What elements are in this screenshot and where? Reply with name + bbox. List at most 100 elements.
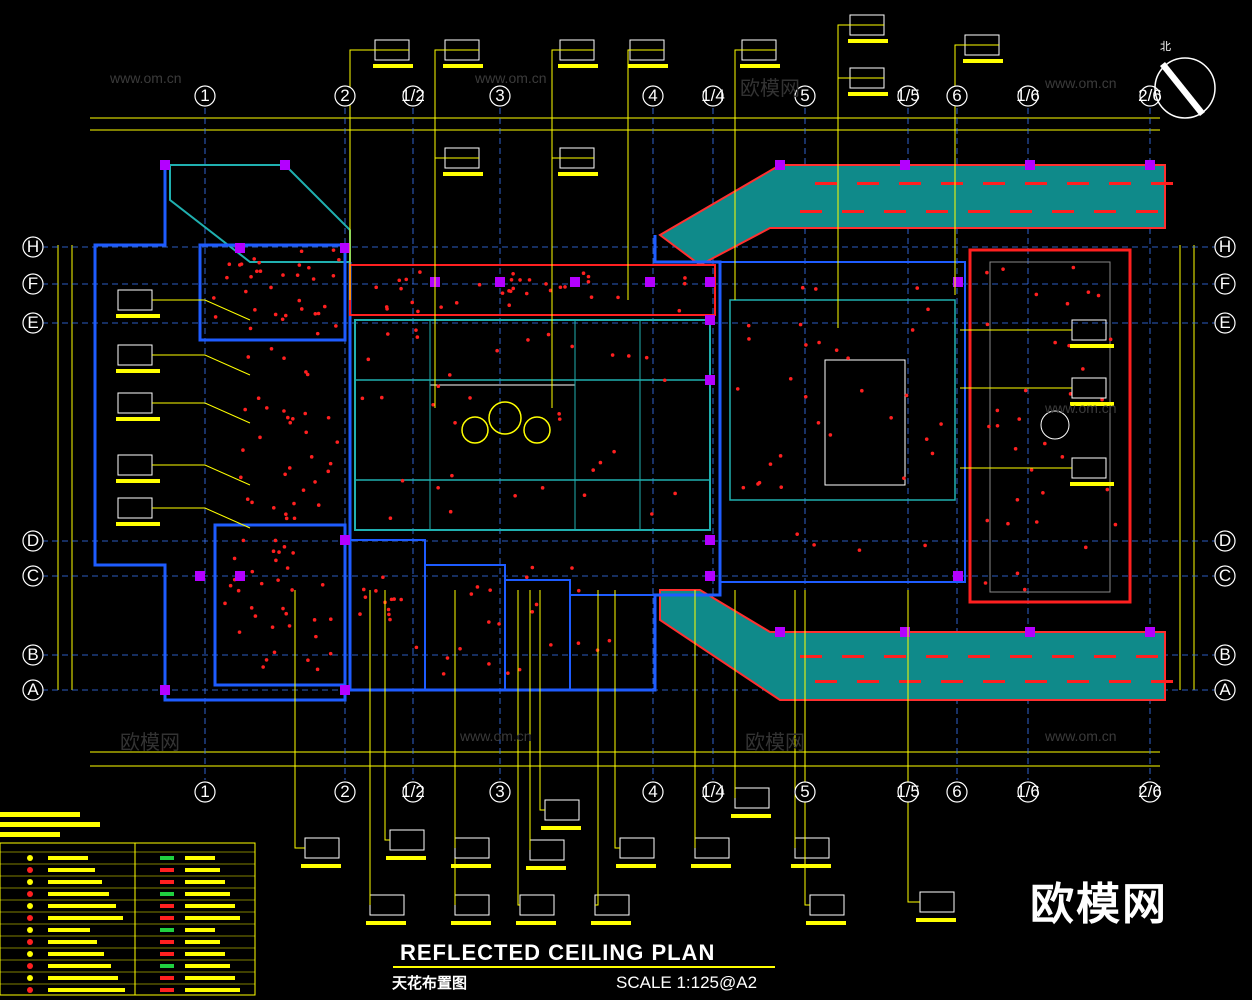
light-fixture — [576, 588, 581, 593]
light-fixture — [1043, 441, 1047, 446]
axis-label-column: 2 — [340, 86, 349, 105]
tag-note — [116, 417, 160, 421]
legend-symbol — [27, 903, 33, 909]
light-fixture — [264, 406, 269, 410]
light-fixture — [249, 606, 254, 610]
light-fixture — [1108, 337, 1113, 342]
leader-line — [349, 49, 409, 300]
light-fixture — [311, 277, 316, 281]
axis-bubble-row — [1214, 644, 1236, 666]
legend-symbol — [160, 892, 174, 896]
light-fixture — [418, 270, 422, 274]
strip-light — [1136, 655, 1158, 658]
watermark-cn: 欧模网 — [740, 76, 800, 100]
legend-text-bar — [48, 880, 102, 884]
column-marker — [340, 535, 350, 545]
axis-label-column: 1/4 — [701, 86, 725, 105]
light-fixture — [269, 285, 273, 290]
axis-bubbles: 11221/21/233441/41/4551/51/5661/61/62/62… — [22, 85, 1236, 803]
light-fixture — [287, 624, 292, 628]
light-fixture — [271, 549, 276, 554]
light-fixture — [779, 485, 784, 489]
light-fixture — [1068, 392, 1073, 396]
material-tag-box — [117, 454, 153, 476]
axis-label-column: 6 — [952, 782, 961, 801]
light-fixture — [244, 289, 248, 294]
axis-label-row: C — [27, 566, 39, 585]
light-fixture — [509, 277, 514, 282]
legend-text-bar — [185, 976, 235, 980]
column-marker — [705, 571, 715, 581]
axis-label-column: 1/2 — [401, 782, 425, 801]
light-fixture — [563, 285, 567, 289]
light-fixture — [612, 449, 616, 454]
axis-bubble-row — [22, 312, 44, 334]
light-fixture — [385, 307, 389, 311]
light-fixture — [487, 620, 491, 624]
light-fixture — [241, 448, 245, 452]
axis-label-row: D — [1219, 531, 1231, 550]
light-fixture — [257, 260, 261, 265]
light-fixture — [507, 289, 511, 293]
right-hall-ceiling — [719, 248, 1132, 604]
watermark: www.om.cn — [1045, 728, 1117, 744]
light-fixture — [272, 650, 277, 655]
strip-light — [926, 210, 948, 213]
legend-text-bar — [48, 988, 125, 992]
light-fixture — [228, 583, 233, 588]
light-fixture — [788, 376, 793, 381]
light-fixture — [1001, 267, 1005, 271]
light-fixture — [243, 407, 247, 412]
strip-light — [968, 210, 990, 213]
light-fixture — [544, 282, 548, 286]
light-fixture — [236, 588, 241, 593]
axis-bubble-row — [1214, 273, 1236, 295]
tag-note — [386, 856, 426, 860]
strip-light — [1136, 210, 1158, 213]
light-fixture — [416, 309, 420, 314]
light-fixture — [468, 396, 472, 400]
axis-bubble-column — [897, 85, 919, 107]
light-fixture — [360, 396, 365, 401]
light-fixture — [271, 505, 276, 510]
material-tag-box — [694, 837, 730, 859]
column-marker — [1145, 627, 1155, 637]
light-fixture — [682, 281, 687, 286]
leader-line — [614, 590, 620, 849]
watermark: www.om.cn — [110, 70, 182, 86]
light-fixture — [414, 645, 419, 650]
strip-light — [1094, 655, 1116, 658]
legend-symbol — [160, 916, 174, 920]
legend-symbol — [160, 880, 174, 884]
light-fixture — [507, 303, 512, 308]
legend-text-bar — [48, 892, 109, 896]
light-fixture — [281, 273, 285, 277]
light-fixture — [358, 612, 362, 616]
axis-label-column: 1/6 — [1016, 782, 1040, 801]
strip-light — [941, 680, 963, 683]
annotation-leaders — [116, 14, 1114, 925]
light-fixture — [276, 578, 280, 582]
column-marker — [495, 277, 505, 287]
light-fixture — [557, 417, 562, 421]
tag-note — [558, 64, 598, 68]
leader-line — [551, 157, 594, 408]
light-fixture — [683, 276, 687, 280]
light-fixture — [1023, 388, 1028, 393]
light-fixture — [374, 285, 379, 290]
light-fixture — [248, 326, 253, 331]
axis-bubble-column — [794, 781, 816, 803]
light-fixture — [549, 643, 553, 647]
strip-light — [1010, 210, 1032, 213]
axis-label-row: F — [28, 274, 38, 293]
light-fixture — [315, 331, 320, 336]
light-fixture — [450, 473, 454, 478]
light-fixture — [458, 646, 462, 651]
legend-symbol — [160, 940, 174, 944]
light-fixture — [747, 337, 751, 341]
column-marker — [235, 243, 245, 253]
axis-bubble-column — [702, 85, 724, 107]
legend-symbol — [27, 951, 33, 957]
light-fixture — [436, 384, 441, 389]
strip-light — [800, 655, 822, 658]
